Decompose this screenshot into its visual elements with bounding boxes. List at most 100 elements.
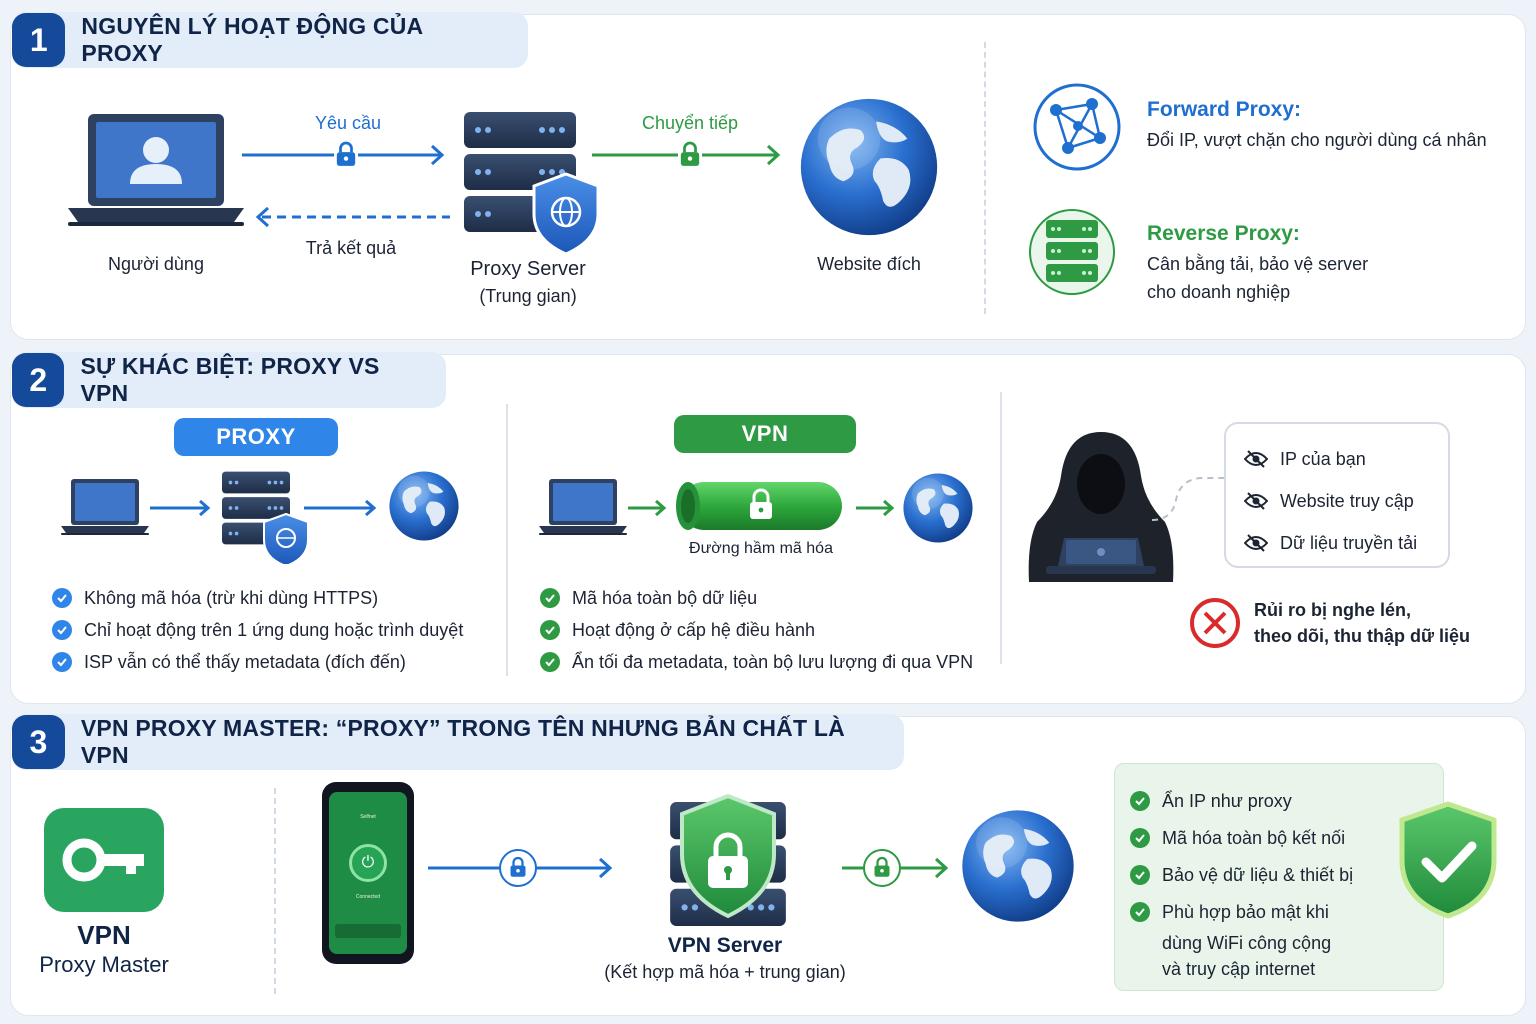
phone-device: Selfnet ⏻ Connected bbox=[322, 782, 414, 964]
check-icon bbox=[52, 652, 72, 672]
vpn-flow-arrow-2-icon bbox=[856, 499, 895, 517]
server-to-globe-arrow-icon bbox=[842, 849, 949, 887]
vpn-flow-globe-icon bbox=[902, 472, 974, 544]
website-globe-icon bbox=[798, 96, 940, 238]
list-item: Ẩn IP như proxy bbox=[1130, 782, 1353, 819]
section-3-title: VPN PROXY MASTER: “PROXY” TRONG TÊN NHƯN… bbox=[80, 715, 845, 768]
vpn-server-label: VPN Server bbox=[667, 934, 783, 957]
list-item: Ẩn tối đa metadata, toàn bộ lưu lượng đi… bbox=[540, 646, 973, 678]
section-2-header: 2 SỰ KHÁC BIỆT: PROXY VS VPN bbox=[12, 352, 446, 408]
proxy-pill: PROXY bbox=[174, 418, 338, 456]
proxy-flow-arrow-2-icon bbox=[304, 499, 377, 517]
check-icon bbox=[52, 588, 72, 608]
return-label: Trả kết quả bbox=[305, 238, 397, 258]
list-item: Mã hóa toàn bộ dữ liệu bbox=[540, 582, 973, 614]
reverse-proxy-title: Reverse Proxy: bbox=[1147, 222, 1300, 245]
section-2-number: 2 bbox=[12, 353, 65, 407]
check-icon bbox=[52, 620, 72, 640]
vpn-points-list: Mã hóa toàn bộ dữ liệu Hoạt động ở cấp h… bbox=[540, 582, 973, 678]
list-item: Mã hóa toàn bộ kết nối bbox=[1130, 819, 1353, 856]
list-item-continued: dùng WiFi công cộng bbox=[1162, 933, 1332, 953]
list-item-continued: và truy cập internet bbox=[1162, 959, 1316, 979]
forward-label: Chuyển tiếp bbox=[641, 113, 739, 133]
section-3-header: 3 VPN PROXY MASTER: “PROXY” TRONG TÊN NH… bbox=[12, 714, 904, 770]
check-icon bbox=[540, 588, 560, 608]
proxy-flow-globe-icon bbox=[388, 470, 460, 542]
reverse-proxy-desc-line1: Cân bằng tải, bảo vệ server bbox=[1147, 254, 1369, 274]
encrypted-tunnel-icon bbox=[676, 482, 842, 530]
list-item: Chỉ hoạt động trên 1 ứng dung hoặc trình… bbox=[52, 614, 463, 646]
internet-globe-icon bbox=[960, 808, 1076, 924]
network-icon bbox=[1033, 83, 1121, 171]
vpn-proxy-master-logo-icon bbox=[44, 808, 164, 912]
eye-slash-icon bbox=[1244, 492, 1268, 510]
vpn-flow-arrow-1-icon bbox=[628, 499, 667, 517]
check-icon bbox=[540, 652, 560, 672]
return-arrow-icon bbox=[255, 206, 450, 228]
section-1-number: 1 bbox=[12, 13, 66, 67]
proxy-flow-laptop-icon bbox=[61, 479, 149, 535]
phone-bottom-bar bbox=[335, 924, 401, 938]
section-1-title: NGUYÊN LÝ HOẠT ĐỘNG CỦA PROXY bbox=[81, 13, 423, 66]
vpn-flow-laptop-icon bbox=[539, 479, 627, 535]
section-2-title: SỰ KHÁC BIỆT: PROXY VS VPN bbox=[80, 353, 380, 406]
exposed-data-box: IP của bạn Website truy cập Dữ liệu truy… bbox=[1224, 422, 1450, 568]
section-3-divider bbox=[274, 788, 276, 994]
risk-x-icon bbox=[1190, 598, 1240, 648]
check-icon bbox=[1130, 827, 1150, 848]
forward-proxy-title: Forward Proxy: bbox=[1147, 98, 1302, 121]
check-icon bbox=[540, 620, 560, 640]
vpn-server-icon bbox=[670, 794, 786, 926]
list-item: IP của bạn bbox=[1244, 438, 1448, 480]
proxy-server-icon bbox=[464, 112, 600, 256]
hacker-icon bbox=[1028, 432, 1174, 582]
proxy-points-list: Không mã hóa (trừ khi dùng HTTPS) Chỉ ho… bbox=[52, 582, 463, 678]
reverse-proxy-server-icon bbox=[1029, 209, 1115, 295]
forward-proxy-desc: Đổi IP, vượt chặn cho người dùng cá nhân bbox=[1147, 130, 1487, 150]
list-item: Bảo vệ dữ liệu & thiết bị bbox=[1130, 856, 1353, 893]
list-item: Không mã hóa (trừ khi dùng HTTPS) bbox=[52, 582, 463, 614]
phone-status-text: Connected bbox=[355, 894, 381, 900]
vpn-server-sublabel: (Kết hợp mã hóa + trung gian) bbox=[604, 962, 846, 982]
section-2-divider-1 bbox=[506, 404, 508, 676]
forward-arrow-icon bbox=[592, 141, 781, 170]
tunnel-label: Đường hầm mã hóa bbox=[689, 540, 833, 557]
app-name-line-2: Proxy Master bbox=[39, 952, 169, 977]
reverse-proxy-desc-line2: cho doanh nghiệp bbox=[1147, 282, 1291, 302]
shield-check-icon bbox=[1399, 801, 1497, 919]
risk-line-2: theo dõi, thu thập dữ liệu bbox=[1254, 626, 1471, 646]
phone-screen: Selfnet ⏻ Connected bbox=[329, 792, 407, 954]
list-item: Website truy cập bbox=[1244, 480, 1448, 522]
user-label: Người dùng bbox=[108, 254, 204, 274]
risk-line-1: Rủi ro bị nghe lén, bbox=[1254, 600, 1411, 620]
phone-header-text: Selfnet bbox=[360, 814, 376, 820]
proxy-flow-server-icon bbox=[222, 471, 308, 564]
check-icon bbox=[1130, 790, 1150, 811]
check-icon bbox=[1130, 901, 1150, 922]
request-arrow-icon bbox=[242, 141, 445, 170]
list-item: ISP vẫn có thể thấy metadata (đích đến) bbox=[52, 646, 463, 678]
check-icon bbox=[1130, 864, 1150, 885]
website-label: Website đích bbox=[817, 254, 921, 274]
connector-line-icon bbox=[1151, 477, 1228, 521]
user-laptop-icon bbox=[66, 112, 246, 232]
section-1-header: 1 NGUYÊN LÝ HOẠT ĐỘNG CỦA PROXY bbox=[12, 12, 528, 68]
request-label: Yêu cầu bbox=[314, 113, 382, 133]
list-item: Hoạt động ở cấp hệ điều hành bbox=[540, 614, 973, 646]
section-3-number: 3 bbox=[12, 715, 65, 769]
proxy-server-sublabel: (Trung gian) bbox=[479, 286, 577, 306]
app-name-line-1: VPN bbox=[77, 920, 131, 950]
section-1-panel bbox=[10, 14, 1526, 340]
proxy-flow-arrow-1-icon bbox=[150, 499, 211, 517]
benefits-list: Ẩn IP như proxy Mã hóa toàn bộ kết nối B… bbox=[1130, 782, 1353, 982]
phone-to-server-arrow-icon bbox=[428, 849, 613, 887]
proxy-server-label: Proxy Server bbox=[470, 258, 586, 280]
section-2-divider-2 bbox=[1000, 392, 1002, 664]
eye-slash-icon bbox=[1244, 450, 1268, 468]
section-1-divider bbox=[984, 42, 986, 314]
list-item: Dữ liệu truyền tải bbox=[1244, 522, 1448, 564]
eye-slash-icon bbox=[1244, 534, 1268, 552]
vpn-pill: VPN bbox=[674, 415, 856, 453]
list-item: Phù hợp bảo mật khi bbox=[1130, 893, 1353, 930]
power-icon: ⏻ bbox=[349, 844, 387, 882]
